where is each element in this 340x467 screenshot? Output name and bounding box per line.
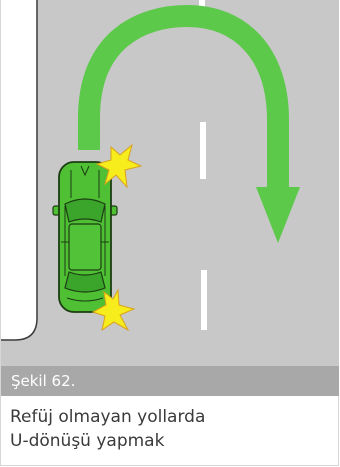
curb	[1, 0, 37, 340]
u-turn-diagram	[1, 0, 339, 366]
figure-caption: Refüj olmayan yollarda U-dönüşü yapmak	[10, 405, 330, 453]
caption-line: U-dönüşü yapmak	[10, 429, 330, 453]
car-top-view-icon	[53, 162, 117, 312]
figure-label-bar: Şekil 62.	[1, 366, 339, 396]
lane-dash	[201, 270, 207, 330]
caption-line: Refüj olmayan yollarda	[10, 405, 330, 429]
figure-label: Şekil 62.	[11, 371, 75, 391]
lane-dash	[200, 122, 206, 179]
